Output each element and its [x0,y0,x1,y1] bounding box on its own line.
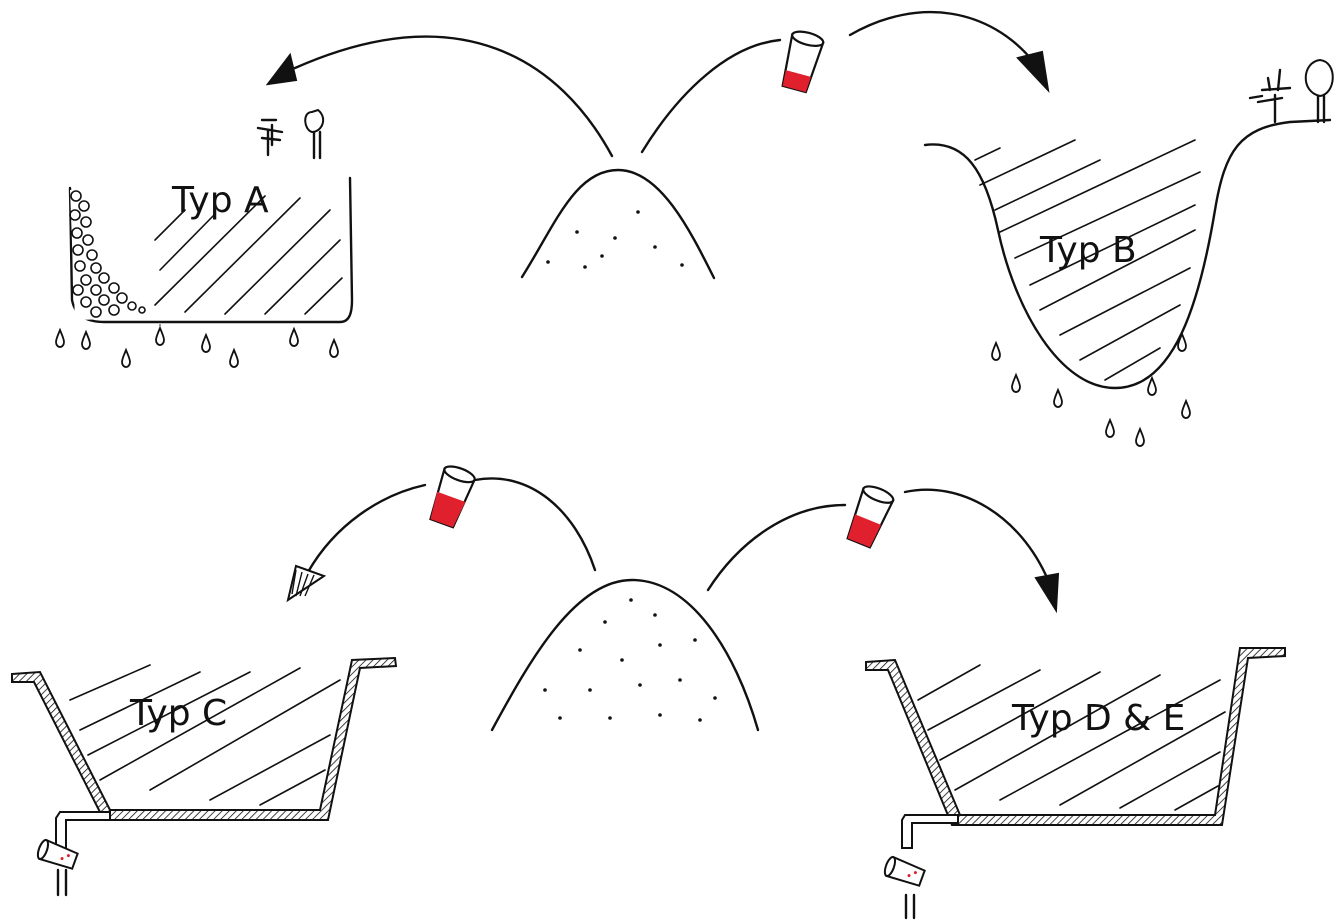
type-c-container-icon [429,465,477,529]
type-a-landfill: Typ A [55,108,354,368]
type-d-e-label: Typ D & E [1011,698,1185,739]
top-container-icon [781,30,825,94]
type-b-landfill: Typ B [923,58,1334,447]
top-waste-heap-icon [520,168,716,280]
arrow-to-type-a-icon [265,35,614,158]
drain-container-icon [36,838,79,870]
drain-container-icon [883,855,926,887]
arrow-to-type-d-e-icon [706,488,1060,614]
type-d-e-landfill: Typ D & E [865,647,1286,920]
water-drop-icon [55,327,339,368]
water-drop-icon [991,333,1191,447]
type-d-e-container-icon [846,485,895,549]
tree-icon [1248,58,1334,124]
gravel-wall-icon [69,190,150,320]
bottom-waste-heap-icon [490,578,760,732]
tree-icon [256,108,325,160]
type-c-landfill: Typ C [11,656,398,897]
type-b-label: Typ B [1039,230,1137,271]
drain-pipe-icon [901,814,959,920]
arrow-to-type-c-icon [286,477,597,603]
type-a-label: Typ A [171,180,269,221]
arrow-to-type-b-icon [640,10,1050,154]
type-c-label: Typ C [129,693,227,734]
